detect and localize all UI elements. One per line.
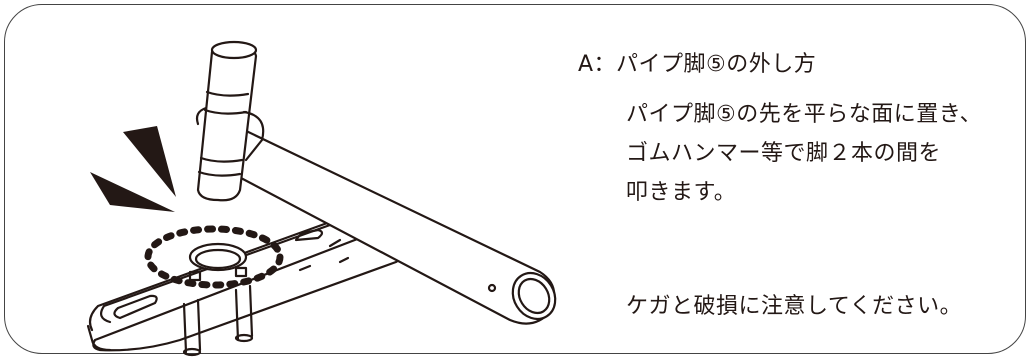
instruction-text: パイプ脚⑤の先を平らな面に置き、 ゴムハンマー等で脚２本の間を 叩きます。 xyxy=(626,95,982,212)
rubber-hammer-head-icon xyxy=(195,40,265,202)
impact-mark-icon xyxy=(90,172,175,212)
instruction-line: ゴムハンマー等で脚２本の間を xyxy=(626,141,942,166)
impact-mark-icon xyxy=(123,126,176,197)
pipe-leg-base-icon xyxy=(86,216,404,357)
instruction-line: パイプ脚⑤の先を平らな面に置き、 xyxy=(626,102,983,127)
caution-note: ケガと破損に注意してください。 xyxy=(626,294,963,319)
section-heading: A：パイプ脚⑤の外し方 xyxy=(578,52,817,77)
hammer-on-pipe-leg-illustration xyxy=(86,40,557,357)
instruction-line: 叩きます。 xyxy=(626,180,737,205)
hammer-handle-icon xyxy=(220,126,557,325)
